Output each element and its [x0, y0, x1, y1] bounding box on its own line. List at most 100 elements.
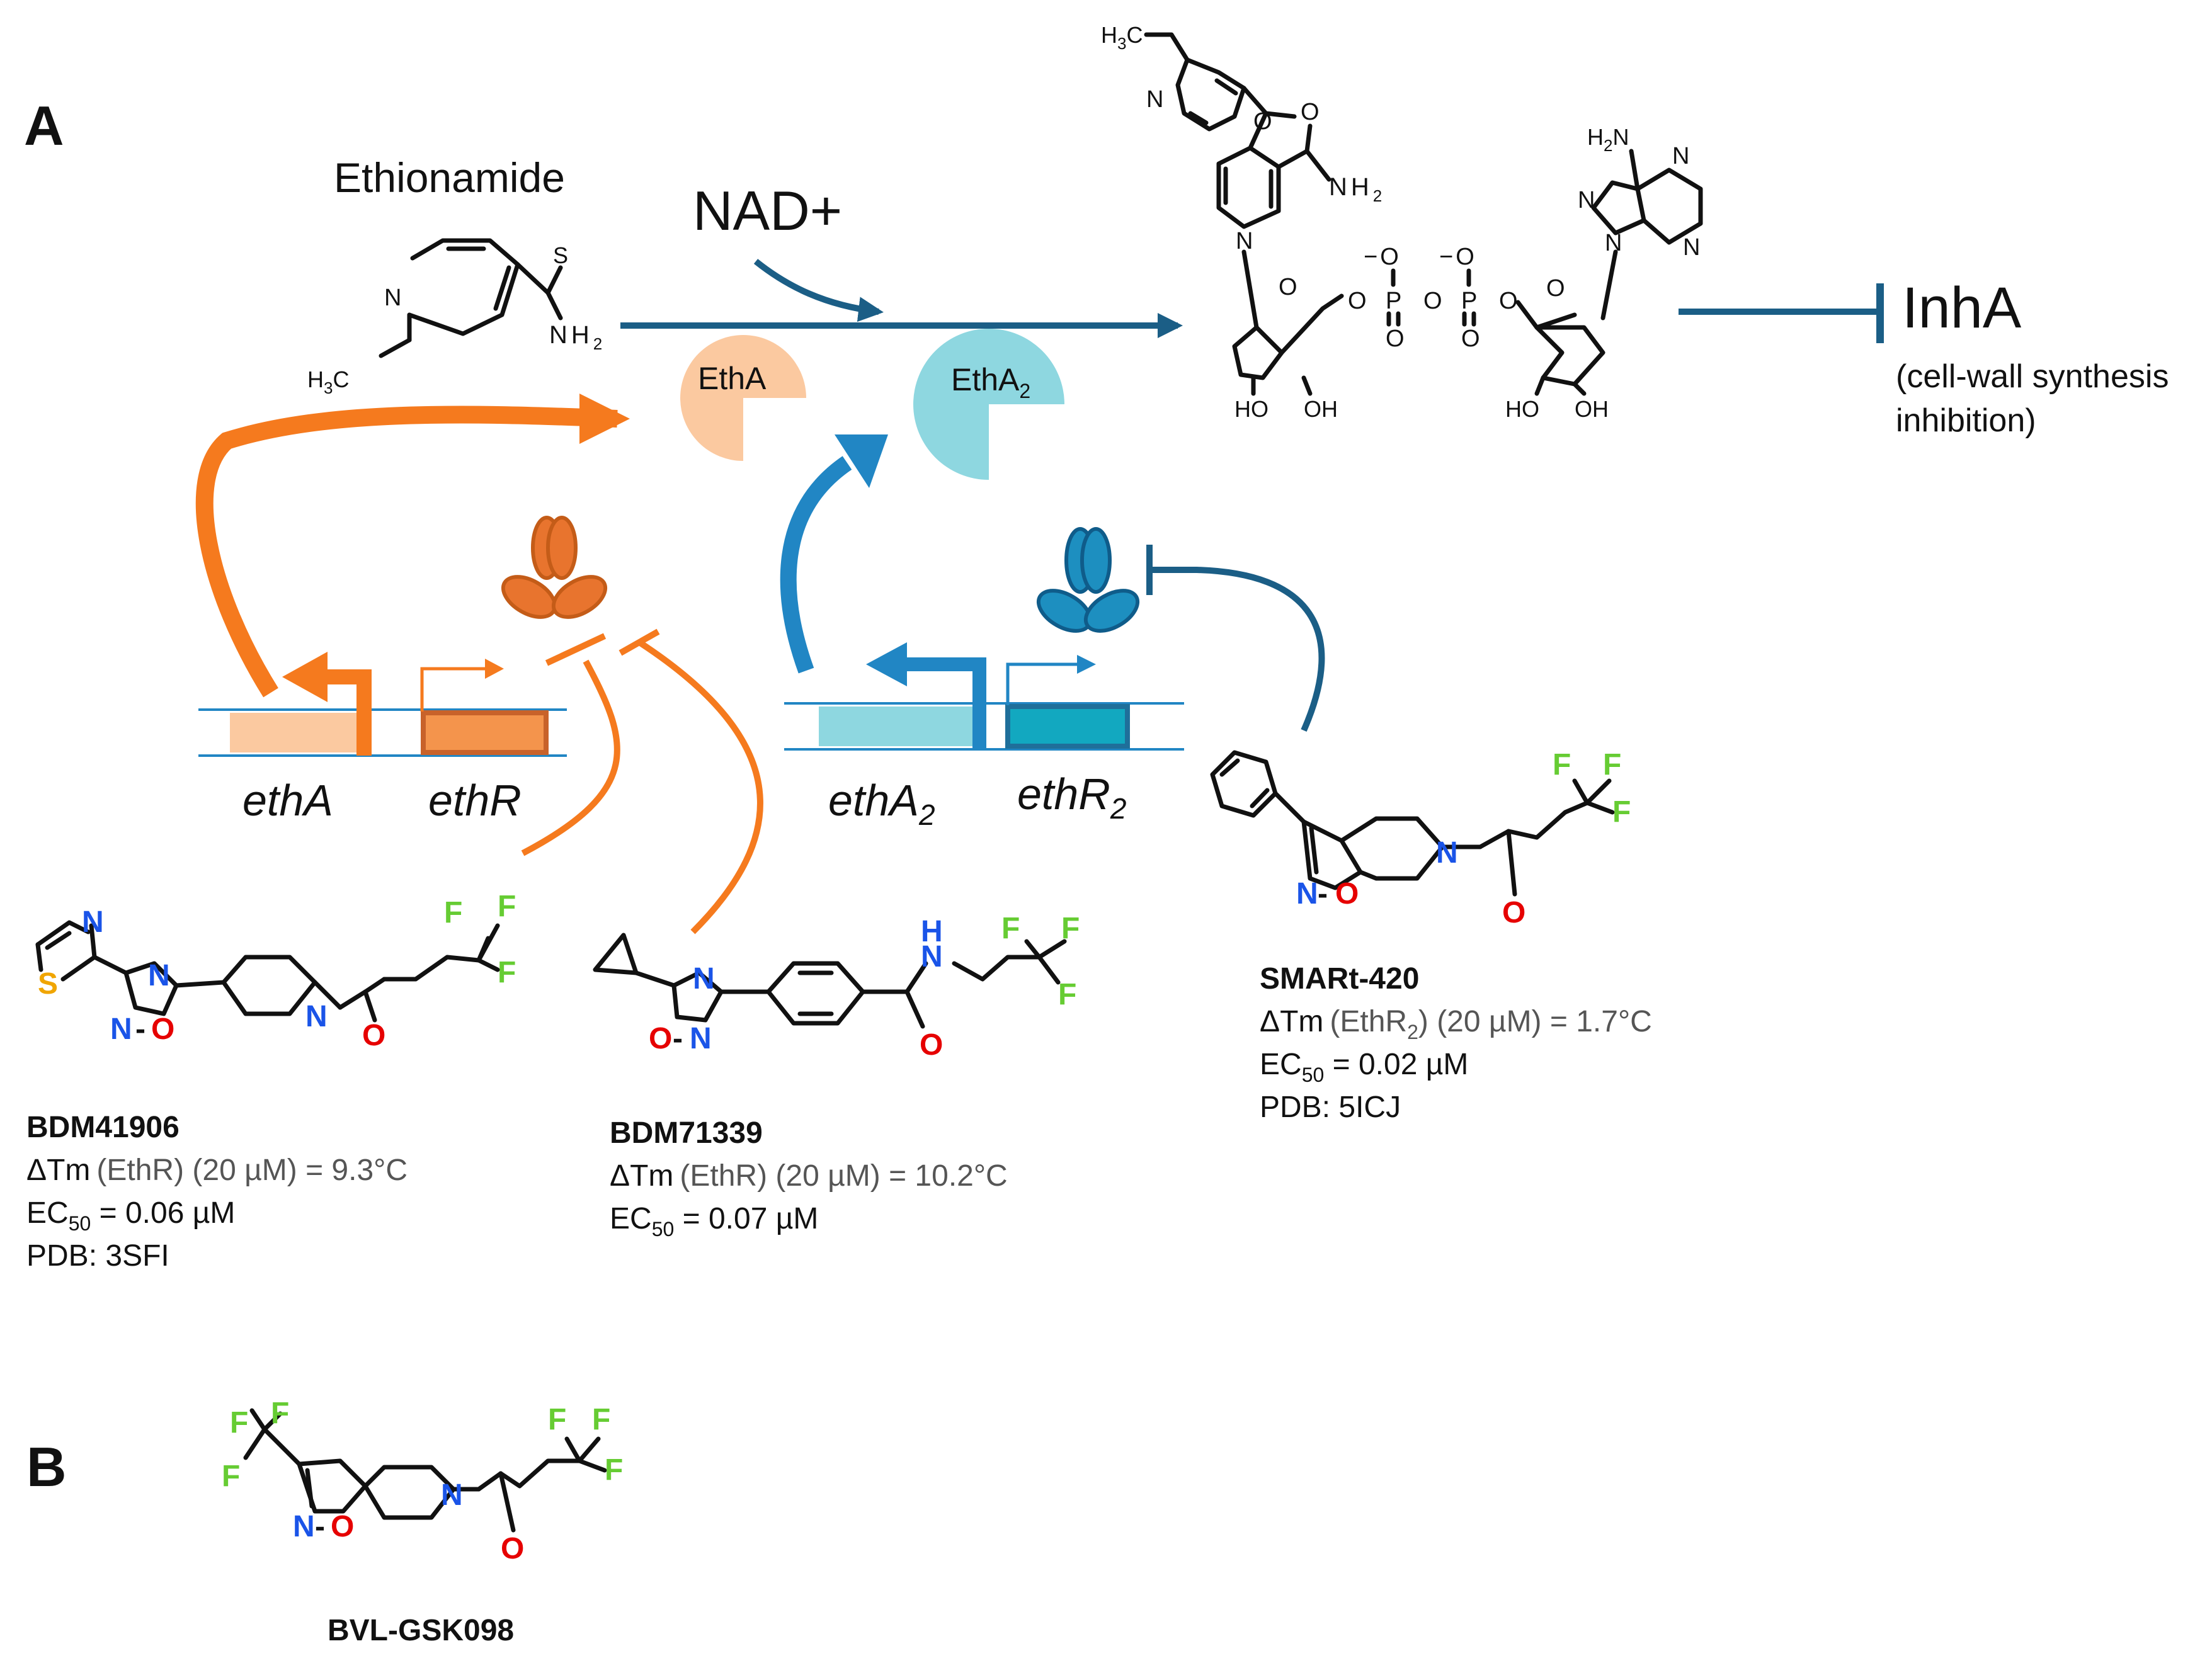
- svg-text:N: N: [82, 905, 104, 939]
- inha-note-line2: inhibition): [1896, 402, 2036, 439]
- svg-text:H: H: [921, 915, 943, 948]
- svg-text:O: O: [1502, 896, 1525, 929]
- svg-text:O: O: [1301, 99, 1320, 125]
- nad-label: NAD+: [693, 179, 842, 242]
- svg-text:NH2: NH2: [1329, 173, 1382, 205]
- svg-text:H3C: H3C: [1101, 22, 1143, 53]
- ethr-promoter-arrow: [420, 667, 485, 712]
- nad-arrow: [753, 259, 884, 322]
- svg-text:O: O: [1335, 877, 1359, 911]
- svg-text:O: O: [1386, 326, 1405, 352]
- etha2-expression-arrow: [780, 456, 852, 674]
- ethr2-promoter-arrowhead: [1077, 655, 1096, 674]
- ethr-inhibition-bar: [619, 628, 660, 656]
- bdm41906-name: BDM41906: [26, 1111, 180, 1144]
- bdm41906-structure: N S N N - O N O F F F: [35, 890, 516, 1052]
- svg-text:P: P: [1386, 288, 1401, 314]
- svg-text:F: F: [548, 1403, 566, 1436]
- svg-text:N: N: [441, 1479, 463, 1512]
- ethionamide-structure: N S NH2 H3C: [307, 238, 602, 397]
- svg-text:P: P: [1461, 288, 1477, 314]
- etha2-expression-arrowhead: [835, 434, 888, 488]
- etha2-gene-box: [819, 707, 979, 746]
- svg-text:F: F: [592, 1403, 610, 1436]
- ethionamide-nad-adduct: H3C N O O NH2 N O HO OH O P O P O −O −O …: [1101, 22, 1703, 422]
- smart420-pdb: PDB: 5ICJ: [1260, 1091, 1401, 1124]
- smart420-name: SMARt-420: [1260, 962, 1419, 996]
- svg-text:-: -: [315, 1510, 325, 1543]
- svg-text:-: -: [135, 1013, 145, 1046]
- svg-text:O: O: [1546, 275, 1565, 302]
- smart420-ec50: EC50 = 0.02 µM: [1260, 1048, 1468, 1086]
- ethr-gene-label: ethR: [428, 776, 522, 825]
- svg-text:HO: HO: [1505, 396, 1539, 422]
- svg-text:F: F: [1553, 748, 1571, 781]
- inha-label: InhA: [1902, 276, 2022, 340]
- bdm41906-pdb: PDB: 3SFI: [26, 1239, 169, 1273]
- etha-promoter-arrow: [321, 669, 372, 756]
- bvl-gsk098-structure: F F F N - O N O F F F: [222, 1397, 623, 1565]
- panel-label-a: A: [24, 94, 64, 157]
- ethionamide-label: Ethionamide: [334, 154, 565, 201]
- svg-text:O: O: [649, 1022, 672, 1055]
- etha2-promoter-arrow: [904, 657, 986, 749]
- svg-text:F: F: [230, 1406, 248, 1439]
- svg-text:O: O: [920, 1028, 943, 1062]
- svg-text:S: S: [38, 967, 58, 1001]
- etha-enzyme-shape: [680, 335, 806, 461]
- bdm71339-ec50: EC50 = 0.07 µM: [610, 1202, 818, 1240]
- svg-text:N: N: [305, 1000, 328, 1033]
- etha-expression-arrowhead: [579, 394, 630, 444]
- svg-text:−O: −O: [1364, 244, 1399, 270]
- svg-text:F: F: [222, 1460, 240, 1493]
- svg-text:N: N: [293, 1510, 315, 1543]
- ethr-protein: [501, 516, 608, 619]
- svg-text:F: F: [1058, 978, 1076, 1011]
- svg-text:−O: −O: [1439, 244, 1474, 270]
- svg-text:HO: HO: [1234, 396, 1268, 422]
- etha-expression-arrow: [195, 406, 618, 698]
- svg-text:N: N: [1146, 86, 1163, 113]
- svg-text:O: O: [1348, 288, 1367, 314]
- ethionamide-ring-n: N: [384, 285, 401, 311]
- svg-text:F: F: [498, 956, 516, 989]
- ethionamide-s: S: [553, 242, 568, 268]
- svg-text:N: N: [110, 1013, 132, 1046]
- svg-text:F: F: [444, 896, 462, 929]
- smart420-structure: N - O N O F F F: [1210, 748, 1631, 929]
- svg-text:H2N: H2N: [1587, 124, 1629, 155]
- ethionamide-h3c: H3C: [307, 366, 349, 397]
- ethr-binding-site-bar: [545, 633, 607, 666]
- svg-text:N: N: [921, 940, 943, 973]
- svg-text:F: F: [498, 890, 516, 923]
- svg-text:N: N: [1578, 187, 1595, 213]
- svg-text:F: F: [1603, 748, 1621, 781]
- svg-text:O: O: [1461, 326, 1480, 352]
- svg-text:F: F: [1001, 912, 1020, 945]
- ethr2-gene-box: [1005, 704, 1130, 749]
- inha-note-line1: (cell-wall synthesis: [1896, 358, 2169, 395]
- svg-text:N: N: [1683, 234, 1700, 261]
- etha2-enzyme-label: EthA2: [951, 362, 1030, 402]
- etha2-enzyme-shape: [913, 329, 1064, 480]
- etha-enzyme-label: EthA: [698, 361, 767, 396]
- smart420-inhibition-line: [1149, 567, 1325, 732]
- etha-gene-box: [230, 713, 359, 752]
- svg-text:N: N: [690, 1022, 712, 1055]
- etha-promoter-arrowhead: [282, 652, 328, 702]
- svg-text:OH: OH: [1304, 396, 1338, 422]
- ethr2-promoter-arrow: [1006, 662, 1077, 705]
- svg-text:F: F: [1612, 795, 1631, 829]
- svg-text:O: O: [1499, 288, 1518, 314]
- ethr2-gene-label: ethR2: [1017, 769, 1126, 825]
- svg-text:-: -: [1318, 877, 1328, 911]
- svg-text:F: F: [605, 1453, 623, 1487]
- ethr-gene-box: [421, 710, 549, 755]
- etha2-promoter-arrowhead: [866, 642, 907, 686]
- svg-text:O: O: [1253, 108, 1272, 135]
- svg-text:F: F: [271, 1397, 289, 1430]
- svg-text:N: N: [1605, 230, 1622, 256]
- svg-text:O: O: [331, 1510, 354, 1543]
- svg-text:N: N: [148, 959, 170, 992]
